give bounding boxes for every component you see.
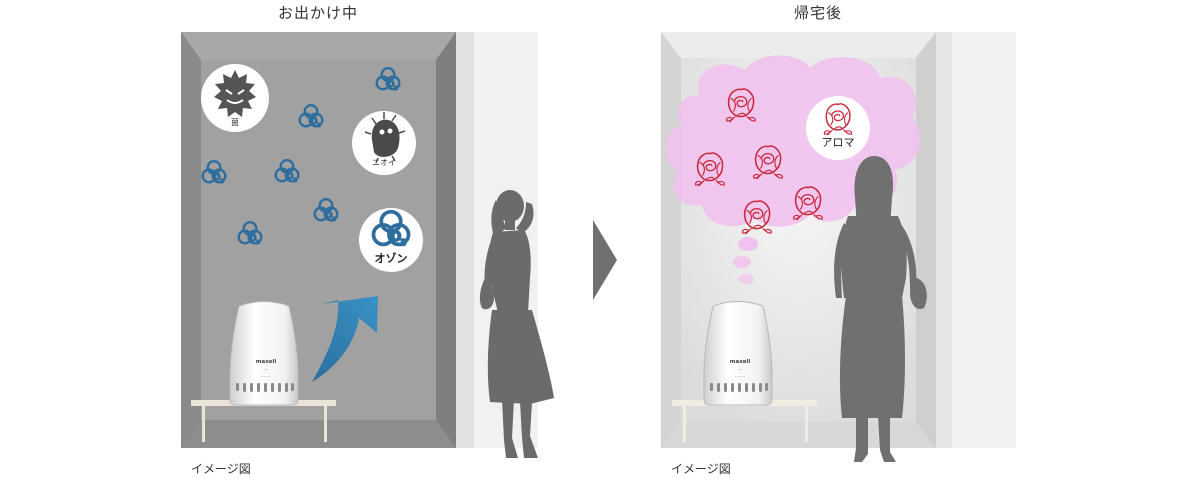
- odor-label: ニオイ: [364, 157, 404, 168]
- air-purifier-icon: [230, 302, 298, 406]
- left-caption: イメージ図: [191, 460, 251, 477]
- right-caption: イメージ図: [671, 460, 731, 477]
- bacteria-label: 菌: [225, 117, 245, 128]
- ozone-label: オゾン: [361, 250, 421, 266]
- left-scene-title: お出かけ中: [198, 2, 438, 23]
- right-scene-title: 帰宅後: [698, 2, 938, 23]
- aroma-bubble: [806, 96, 870, 160]
- aroma-label: アロマ: [808, 134, 868, 150]
- transition-arrow-icon: [593, 220, 617, 300]
- air-purifier-icon: [704, 302, 772, 406]
